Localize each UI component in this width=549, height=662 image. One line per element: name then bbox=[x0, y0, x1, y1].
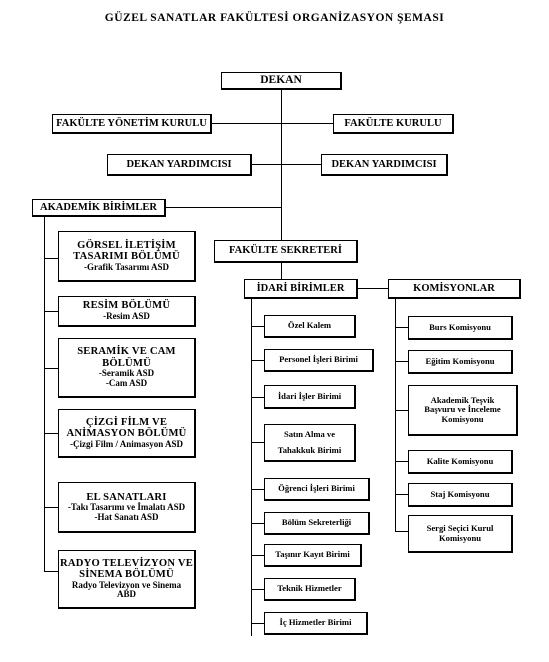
idari-birimler-box: İDARİ BİRİMLER bbox=[244, 279, 358, 299]
idari-unit-ozel-kalem: Özel Kalem bbox=[264, 315, 356, 338]
unit-label: Kalite Komisyonu bbox=[426, 455, 494, 466]
idari-unit-bolum-sekreterligi: Bölüm Sekreterliği bbox=[264, 512, 370, 535]
unit-label: Teknik Hizmetler bbox=[277, 583, 342, 594]
komisyonlar-box: KOMİSYONLAR bbox=[388, 279, 521, 299]
idari-unit-idari-isler: İdari İşler Birimi bbox=[264, 385, 356, 409]
idari-unit-personel: Personel İşleri Birimi bbox=[264, 349, 374, 372]
unit-heading: BÖLÜMÜ bbox=[102, 357, 151, 369]
unit-label: Eğitim Komisyonu bbox=[425, 355, 495, 366]
unit-heading: ÇİZGİ FİLM VE bbox=[85, 416, 168, 428]
unit-subitem: -Cam ASD bbox=[105, 377, 148, 388]
akademik-unit-gorsel-iletisim: GÖRSEL İLETİŞİM TASARIMI BÖLÜMÜ -Grafik … bbox=[58, 231, 196, 282]
unit-subitem: Radyo Televizyon ve Sinema bbox=[71, 579, 182, 590]
unit-label: İç Hizmetler Birimi bbox=[279, 617, 352, 628]
idari-unit-satin-alma: Satın Alma ve Tahakkuk Birimi bbox=[264, 424, 356, 462]
idari-unit-ic-hizmetler: İç Hizmetler Birimi bbox=[264, 612, 368, 635]
unit-label: Satın Alma ve bbox=[283, 429, 336, 440]
unit-heading: SİNEMA BÖLÜMÜ bbox=[79, 569, 174, 581]
fakulte-sekreteri-label: FAKÜLTE SEKRETERİ bbox=[229, 245, 342, 257]
unit-subitem: -Grafik Tasarımı ASD bbox=[83, 261, 169, 272]
dekan-yardimcisi-left-box: DEKAN YARDIMCISI bbox=[107, 154, 252, 176]
unit-label: Tahakkuk Birimi bbox=[277, 444, 342, 455]
chart-title: GÜZEL SANATLAR FAKÜLTESİ ORGANİZASYON ŞE… bbox=[104, 12, 445, 24]
unit-subitem: -Çizgi Film / Animasyon ASD bbox=[69, 438, 183, 449]
unit-label: Bölüm Sekreterliği bbox=[281, 517, 352, 528]
komisyon-unit-staj: Staj Komisyonu bbox=[408, 483, 513, 507]
idari-unit-tasinir-kayit: Taşınır Kayıt Birimi bbox=[264, 544, 362, 567]
unit-heading: TASARIMI BÖLÜMÜ bbox=[73, 251, 180, 263]
unit-heading: ANİMASYON BÖLÜMÜ bbox=[66, 428, 187, 440]
akademik-birimler-box: AKADEMİK BİRİMLER bbox=[32, 199, 166, 217]
unit-label: Personel İşleri Birimi bbox=[279, 354, 358, 365]
unit-heading: EL SANATLARI bbox=[86, 491, 167, 503]
unit-heading: RADYO TELEVİZYON VE bbox=[60, 557, 193, 569]
unit-label: Akademik Teşvik bbox=[430, 395, 495, 406]
akademik-unit-radyo-televizyon: RADYO TELEVİZYON VE SİNEMA BÖLÜMÜ Radyo … bbox=[58, 550, 196, 609]
unit-label: Özel Kalem bbox=[287, 320, 332, 331]
komisyon-unit-sergi-secici: Sergi Seçici Kurul Komisyonu bbox=[408, 515, 513, 553]
akademik-unit-el-sanatlari: EL SANATLARI -Takı Tasarımı ve İmalatı A… bbox=[58, 482, 196, 533]
komisyon-unit-egitim: Eğitim Komisyonu bbox=[408, 350, 513, 374]
idari-birimler-label: İDARİ BİRİMLER bbox=[256, 282, 345, 294]
dekan-label: DEKAN bbox=[260, 74, 302, 87]
unit-label: İdari İşler Birimi bbox=[277, 390, 342, 401]
unit-heading: GÖRSEL İLETİŞİM bbox=[77, 239, 176, 251]
unit-label: Başvuru ve İnceleme bbox=[424, 404, 501, 415]
dekan-box: DEKAN bbox=[221, 72, 342, 90]
unit-subitem: -Seramik ASD bbox=[98, 368, 155, 379]
yonetim-kurulu-label: FAKÜLTE YÖNETİM KURULU bbox=[56, 117, 207, 129]
idari-unit-ogrenci-isleri: Öğrenci İşleri Birimi bbox=[264, 478, 370, 501]
idari-unit-teknik-hizmetler: Teknik Hizmetler bbox=[264, 578, 356, 601]
unit-label: Taşınır Kayıt Birimi bbox=[275, 549, 350, 560]
unit-label: Komisyonu bbox=[441, 413, 484, 424]
unit-heading: SERAMİK VE CAM bbox=[77, 346, 176, 358]
unit-label: Staj Komisyonu bbox=[430, 488, 490, 499]
komisyon-unit-akademik-tesvik: Akademik Teşvik Başvuru ve İnceleme Komi… bbox=[408, 385, 518, 436]
unit-heading: RESİM BÖLÜMÜ bbox=[82, 300, 171, 312]
fakulte-kurulu-box: FAKÜLTE KURULU bbox=[333, 114, 454, 134]
dekan-yardimcisi-right-label: DEKAN YARDIMCISI bbox=[331, 158, 437, 170]
akademik-unit-resim: RESİM BÖLÜMÜ -Resim ASD bbox=[58, 296, 196, 327]
unit-subitem: -Hat Sanatı ASD bbox=[94, 511, 159, 522]
unit-label: Öğrenci İşleri Birimi bbox=[278, 483, 355, 494]
dekan-yardimcisi-left-label: DEKAN YARDIMCISI bbox=[126, 158, 232, 170]
dekan-yardimcisi-right-box: DEKAN YARDIMCISI bbox=[321, 154, 448, 176]
akademik-unit-seramik-cam: SERAMİK VE CAM BÖLÜMÜ -Seramik ASD -Cam … bbox=[58, 338, 196, 398]
unit-label: Burs Komisyonu bbox=[429, 321, 491, 332]
akademik-unit-cizgi-film: ÇİZGİ FİLM VE ANİMASYON BÖLÜMÜ -Çizgi Fi… bbox=[58, 409, 196, 458]
unit-subitem: -Resim ASD bbox=[103, 310, 150, 321]
unit-label: Komisyonu bbox=[438, 532, 482, 543]
yonetim-kurulu-box: FAKÜLTE YÖNETİM KURULU bbox=[52, 114, 212, 134]
unit-subitem: -Takı Tasarımı ve İmalatı ASD bbox=[67, 502, 186, 512]
komisyon-unit-burs: Burs Komisyonu bbox=[408, 316, 513, 340]
komisyonlar-label: KOMİSYONLAR bbox=[413, 282, 495, 294]
unit-label: Sergi Seçici Kurul bbox=[426, 523, 494, 534]
akademik-birimler-label: AKADEMİK BİRİMLER bbox=[40, 201, 157, 213]
fakulte-sekreteri-box: FAKÜLTE SEKRETERİ bbox=[214, 240, 358, 263]
unit-subitem: ABD bbox=[116, 589, 136, 600]
komisyon-unit-kalite: Kalite Komisyonu bbox=[408, 450, 513, 474]
fakulte-kurulu-label: FAKÜLTE KURULU bbox=[344, 117, 442, 129]
